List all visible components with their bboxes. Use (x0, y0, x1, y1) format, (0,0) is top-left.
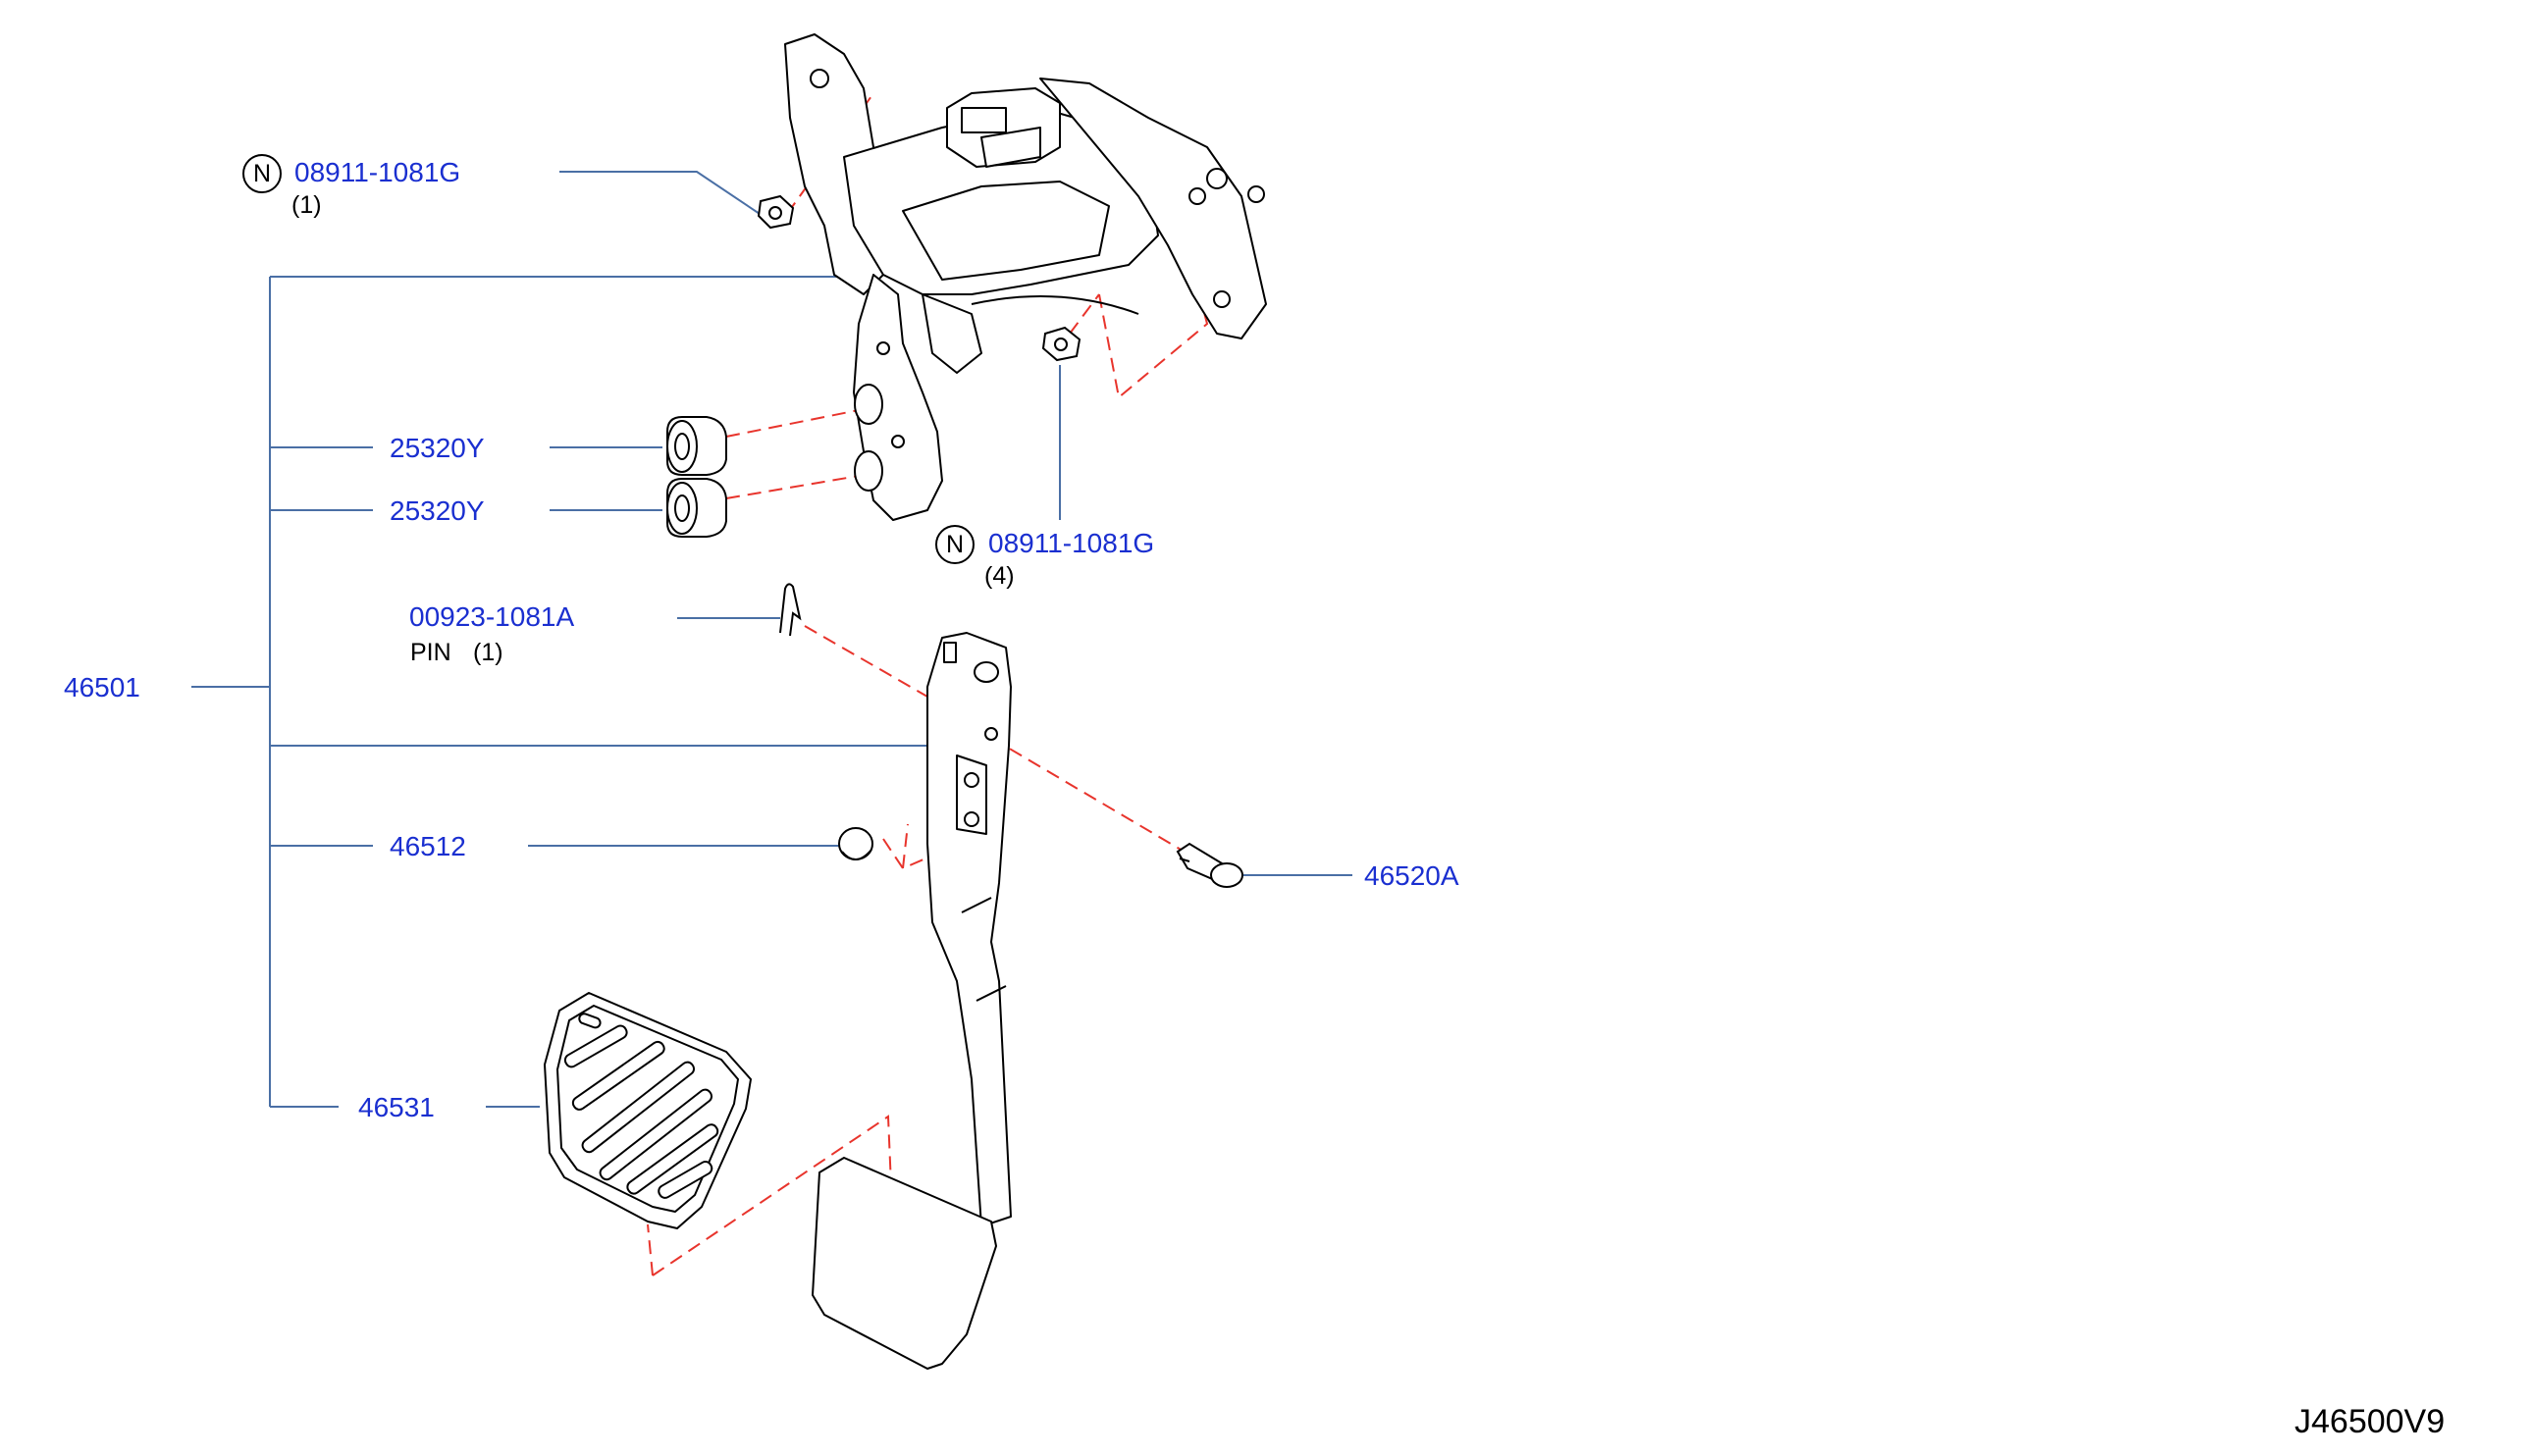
part-label-pedal-assy[interactable]: 46501 (64, 672, 140, 702)
nut-top-marker: N (242, 154, 282, 193)
part-label-pin[interactable]: 00923-1081A (409, 601, 575, 632)
part-label-stopper-2[interactable]: 25320Y (390, 495, 485, 526)
part-label-pedal-pad[interactable]: 46531 (358, 1092, 435, 1122)
leader-nut-top (559, 171, 766, 219)
pedal-foot-plate (812, 1157, 997, 1370)
qty-nut-top: (1) (291, 191, 322, 219)
spring-pin-part (779, 583, 802, 637)
pedal-arm (926, 632, 1012, 1227)
nut-top-part (757, 194, 795, 230)
part-label-bushing[interactable]: 46512 (390, 831, 466, 861)
qty-nut-mid: (4) (984, 562, 1015, 590)
pedal-pad-part (544, 992, 752, 1229)
part-label-nut-top[interactable]: 08911-1081G (294, 157, 461, 187)
part-label-stopper-1[interactable]: 25320Y (390, 433, 485, 463)
stopper-2-part (666, 478, 727, 538)
part-label-clevis-pin[interactable]: 46520A (1364, 860, 1459, 891)
desc-pin: PIN (410, 639, 451, 666)
diagram-code: J46500V9 (2295, 1403, 2446, 1440)
qty-pin: (1) (473, 639, 503, 666)
bushing-part (838, 827, 873, 860)
part-label-nut-mid[interactable]: 08911-1081G (988, 528, 1155, 558)
clevis-pin-part (1176, 842, 1243, 888)
pedal-bracket (784, 33, 1267, 521)
nut-mid-marker: N (935, 525, 975, 564)
nut-mid-part (1041, 326, 1081, 362)
stopper-1-part (666, 416, 727, 476)
leader-lines (191, 171, 1352, 1108)
